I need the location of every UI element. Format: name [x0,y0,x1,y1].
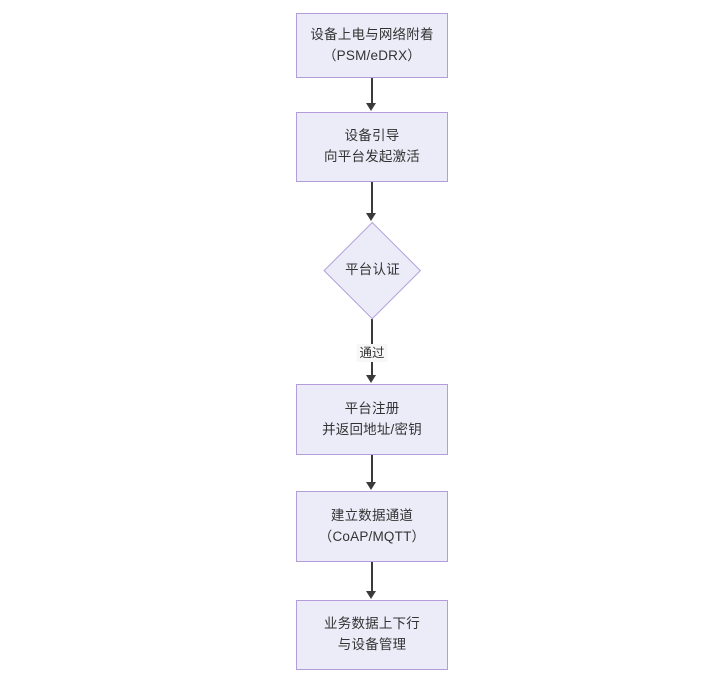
node-platform-auth-label: 平台认证 [345,262,400,278]
connector-power-on-to-bootstrap [371,78,373,104]
node-business-data[interactable]: 业务数据上下行 与设备管理 [296,600,448,670]
arrowhead-business-data [366,591,376,599]
node-data-channel-line-2: （CoAP/MQTT） [318,528,426,544]
arrowhead-platform-auth [366,213,376,221]
node-power-on[interactable]: 设备上电与网络附着 （PSM/eDRX） [296,13,448,78]
node-power-on-line-1: 设备上电与网络附着 [310,26,434,42]
connector-platform-register-to-data-channel [371,455,373,483]
node-platform-register[interactable]: 平台注册 并返回地址/密钥 [296,384,448,455]
node-data-channel-line-1: 建立数据通道 [330,507,414,523]
node-bootstrap-line-1: 设备引导 [344,128,400,144]
node-platform-auth[interactable]: 平台认证 [324,222,421,319]
node-bootstrap-line-2: 向平台发起激活 [324,149,420,164]
connector-data-channel-to-business-data [371,562,373,592]
node-platform-register-line-2: 并返回地址/密钥 [322,421,422,437]
node-business-data-line-2: 与设备管理 [337,637,407,652]
connector-bootstrap-to-platform-auth [371,182,373,215]
node-platform-register-line-1: 平台注册 [344,400,400,416]
arrowhead-bootstrap [366,103,376,111]
node-bootstrap[interactable]: 设备引导 向平台发起激活 [296,112,448,182]
arrowhead-platform-register [366,375,376,383]
node-business-data-line-1: 业务数据上下行 [324,616,420,632]
arrowhead-data-channel [366,482,376,490]
edge-label-pass: 通过 [356,344,388,363]
node-data-channel[interactable]: 建立数据通道 （CoAP/MQTT） [296,491,448,562]
node-power-on-line-2: （PSM/eDRX） [322,47,422,63]
